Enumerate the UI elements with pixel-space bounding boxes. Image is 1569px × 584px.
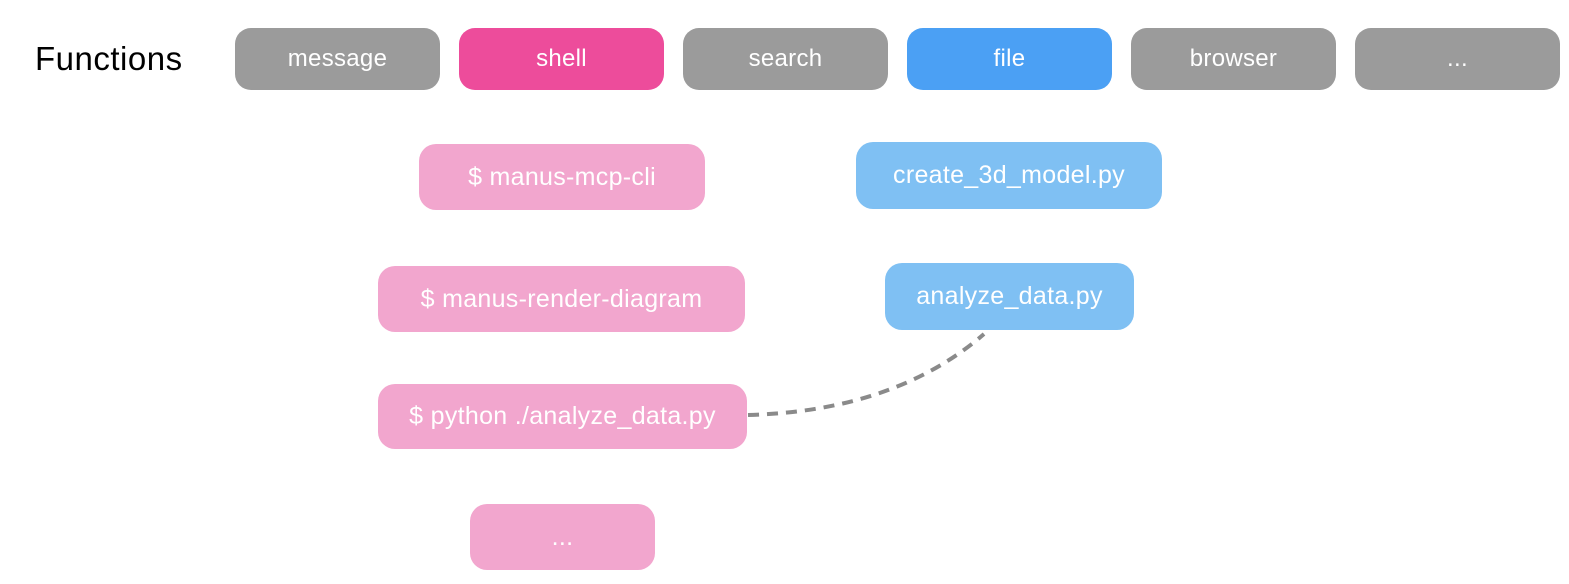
file-node-analyze-data: analyze_data.py [885, 263, 1134, 330]
shell-command-node-more: ... [470, 504, 655, 570]
function-pill-row: message shell search file browser ... [235, 28, 1560, 90]
shell-command-node-mcp-cli: $ manus-mcp-cli [419, 144, 705, 210]
file-node-create-3d-model: create_3d_model.py [856, 142, 1162, 209]
function-pill-message: message [235, 28, 440, 90]
function-pill-file: file [907, 28, 1112, 90]
function-pill-browser: browser [1131, 28, 1336, 90]
functions-label: Functions [35, 40, 183, 77]
shell-command-node-python-analyze: $ python ./analyze_data.py [378, 384, 747, 449]
shell-command-node-render-diagram: $ manus-render-diagram [378, 266, 745, 332]
function-pill-more: ... [1355, 28, 1560, 90]
function-pill-shell: shell [459, 28, 664, 90]
function-pill-search: search [683, 28, 888, 90]
